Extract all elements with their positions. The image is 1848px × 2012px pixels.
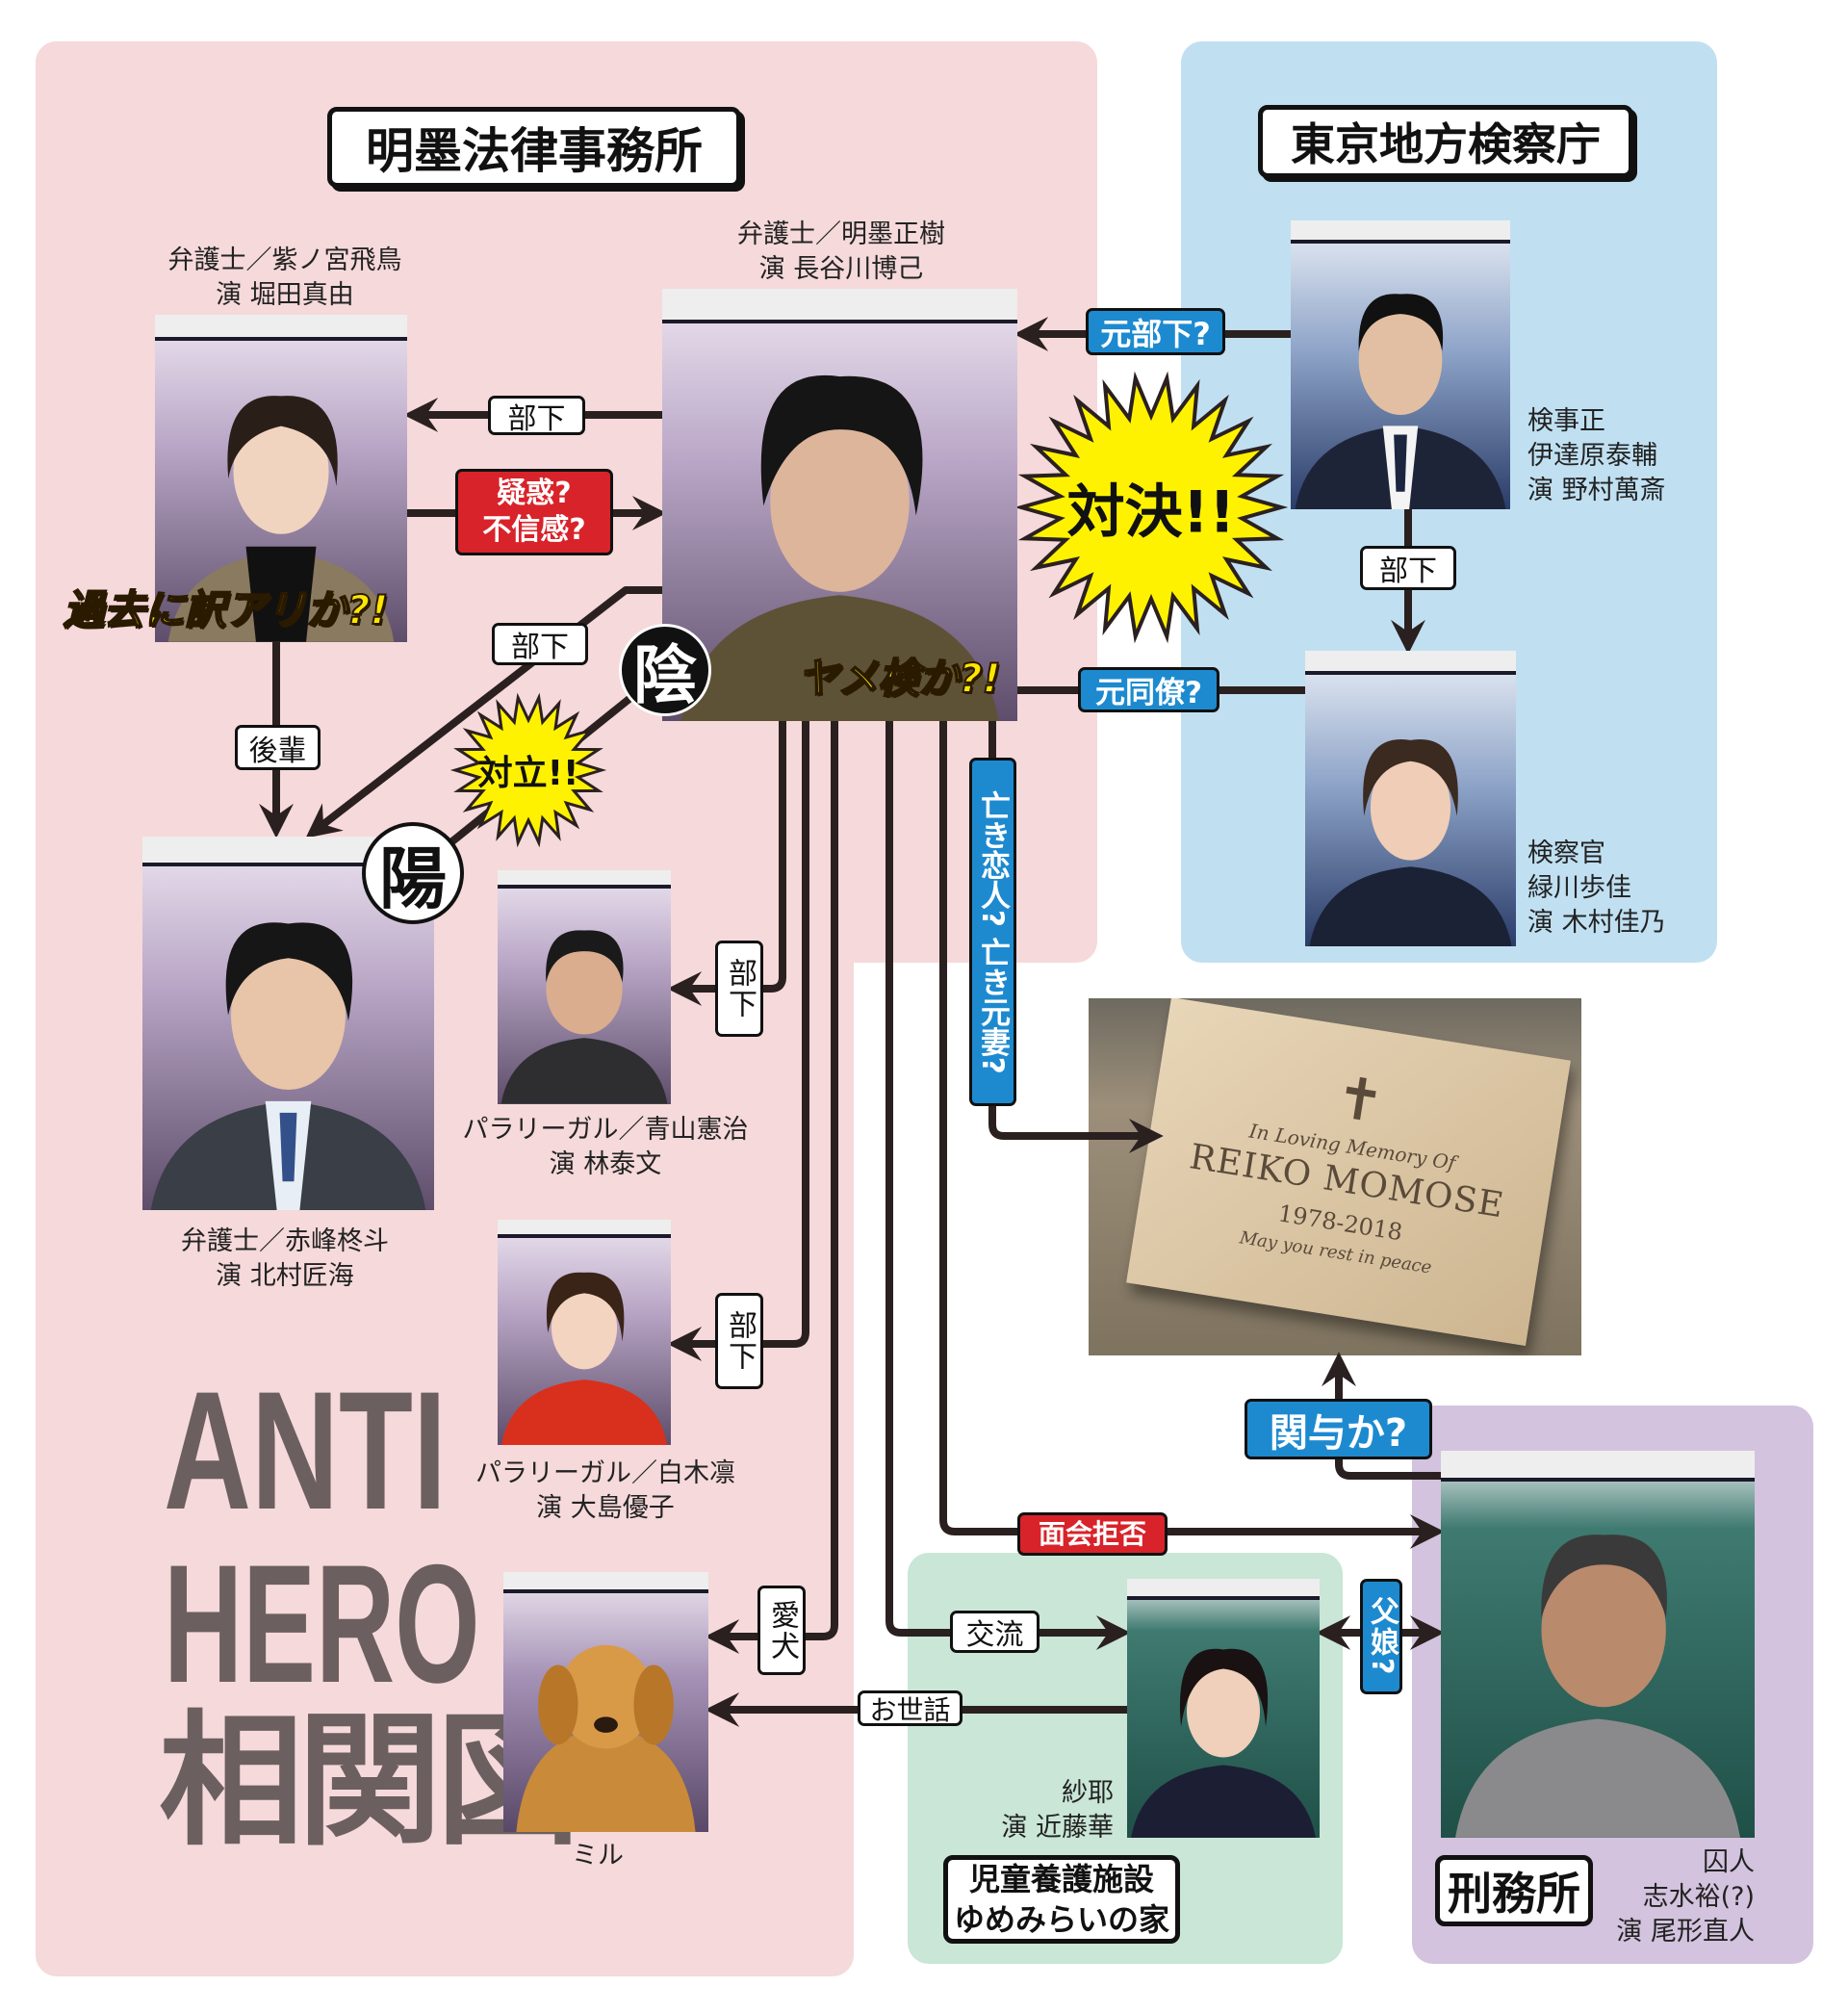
prosecutors-title: 東京地方検察庁 <box>1258 105 1633 178</box>
caption-saya-name: 紗耶 <box>1062 1778 1114 1808</box>
photo-shimizu <box>1441 1451 1755 1838</box>
tag-saya-shimizu: 父娘? <box>1360 1579 1402 1694</box>
callout-meiboku-yameken: ヤメ検か?! <box>797 654 1002 703</box>
conflict-label: 対立!! <box>477 754 579 793</box>
tag-saya-miru: お世話 <box>858 1690 962 1726</box>
photo-saya <box>1127 1579 1320 1838</box>
logo-anti: ANTI <box>164 1357 447 1545</box>
caption-midorikawa-actor: 演 木村佳乃 <box>1527 908 1666 938</box>
caption-akamine-role: 弁護士／赤峰柊斗 <box>181 1226 389 1256</box>
gravestone: ✝ In Loving Memory Of REIKO MOMOSE 1978-… <box>1126 998 1571 1347</box>
caption-akamine: 弁護士／赤峰柊斗演 北村匠海 <box>181 1225 389 1294</box>
tag-shimizu-meiboku: 面会拒否 <box>1017 1512 1168 1556</box>
grave-photo: ✝ In Loving Memory Of REIKO MOMOSE 1978-… <box>1089 998 1581 1355</box>
caption-midorikawa-name: 緑川歩佳 <box>1527 873 1631 903</box>
caption-aoyama: パラリーガル／青山憲治演 林泰文 <box>463 1113 749 1182</box>
tag-meiboku-shinomiya: 部下 <box>488 396 585 436</box>
orphanage-title-line1: 児童養護施設 <box>968 1861 1154 1897</box>
photo-midorikawa <box>1305 651 1516 946</box>
caption-shiroki: パラリーガル／白木凛演 大島優子 <box>475 1457 735 1526</box>
showdown-label: 対決!! <box>1066 478 1236 547</box>
portrait-icon <box>1131 1648 1316 1838</box>
caption-aoyama-role: パラリーガル／青山憲治 <box>462 1115 749 1145</box>
tag-meiboku-akamine: 部下 <box>492 623 588 665</box>
caption-akamine-actor: 演 北村匠海 <box>216 1261 354 1291</box>
portrait-icon <box>150 922 426 1210</box>
caption-saya-actor: 演 近藤華 <box>1001 1813 1114 1843</box>
logo-hero: HERO <box>164 1531 480 1718</box>
callout-shinomiya-past: 過去に訳アリか?! <box>63 585 390 634</box>
photo-meiboku <box>662 289 1017 721</box>
caption-meiboku-role: 弁護士／明墨正樹 <box>737 219 945 249</box>
portrait-icon <box>500 930 668 1104</box>
caption-datehara-title: 検事正 <box>1527 406 1605 436</box>
caption-datehara-name: 伊達原泰輔 <box>1527 441 1657 471</box>
tag-datehara-meiboku: 元部下? <box>1086 308 1225 355</box>
tag-shimizu-grave: 関与か? <box>1245 1399 1432 1459</box>
caption-miru: ミル <box>572 1841 624 1870</box>
caption-shimizu-title: 囚人 <box>1703 1847 1755 1877</box>
law-firm-title: 明墨法律事務所 <box>327 107 741 188</box>
caption-datehara: 検事正伊達原泰輔演 野村萬斎 <box>1527 404 1666 508</box>
photo-datehara <box>1291 220 1510 509</box>
caption-saya: 紗耶演 近藤華 <box>1001 1776 1114 1845</box>
yin-badge: 陰 <box>619 624 711 716</box>
caption-shinomiya: 弁護士／紫ノ宮飛鳥演 堀田真由 <box>168 244 402 313</box>
portrait-icon <box>1295 294 1506 509</box>
caption-shimizu: 囚人志水裕(?) 演 尾形直人 <box>1616 1845 1755 1949</box>
prison-title: 刑務所 <box>1435 1855 1593 1926</box>
tag-datehara-midorikawa: 部下 <box>1360 546 1456 590</box>
caption-midorikawa: 検察官緑川歩佳演 木村佳乃 <box>1527 837 1666 941</box>
portrait-icon <box>1455 1535 1740 1838</box>
portrait-icon <box>1309 738 1512 946</box>
photo-shiroki <box>498 1220 671 1445</box>
caption-shinomiya-role: 弁護士／紫ノ宮飛鳥 <box>167 245 402 275</box>
tag-meiboku-grave: 亡き恋人? 亡き元妻? <box>969 758 1016 1106</box>
tag-meiboku-aoyama: 部下 <box>715 941 763 1037</box>
tag-meiboku-shiroki: 部下 <box>715 1293 763 1389</box>
tag-meiboku-saya: 交流 <box>950 1611 1040 1653</box>
portrait-icon <box>500 1272 668 1445</box>
caption-shiroki-role: パラリーガル／白木凛 <box>475 1458 735 1488</box>
portrait-icon <box>680 374 999 721</box>
yang-badge: 陽 <box>362 822 464 924</box>
caption-meiboku: 弁護士／明墨正樹演 長谷川博己 <box>737 218 945 287</box>
caption-shimizu-name: 志水裕(?) <box>1642 1882 1755 1912</box>
tag-distrust: 不信感? <box>482 513 586 547</box>
orphanage-title: 児童養護施設 ゆめみらいの家 <box>943 1855 1180 1944</box>
caption-midorikawa-title: 検察官 <box>1527 838 1605 868</box>
tag-shinomiya-meiboku: 疑惑?不信感? <box>455 469 613 555</box>
photo-miru <box>503 1572 708 1832</box>
caption-shiroki-actor: 演 大島優子 <box>536 1493 675 1523</box>
caption-shimizu-actor: 演 尾形直人 <box>1616 1917 1755 1947</box>
caption-meiboku-actor: 演 長谷川博己 <box>758 254 924 284</box>
photo-aoyama <box>498 870 671 1104</box>
tag-shinomiya-akamine: 後輩 <box>235 725 321 770</box>
caption-datehara-actor: 演 野村萬斎 <box>1527 476 1666 505</box>
caption-aoyama-actor: 演 林泰文 <box>549 1149 662 1179</box>
photo-shinomiya <box>155 315 407 642</box>
tag-meiboku-miru: 愛犬 <box>757 1586 806 1675</box>
orphanage-title-line2: ゆめみらいの家 <box>953 1901 1169 1938</box>
tag-midorikawa-meiboku: 元同僚? <box>1078 667 1219 712</box>
portrait-icon <box>167 396 395 642</box>
dog-icon <box>516 1644 696 1832</box>
caption-shinomiya-actor: 演 堀田真由 <box>216 280 354 310</box>
tag-suspicion: 疑惑? <box>497 477 572 510</box>
